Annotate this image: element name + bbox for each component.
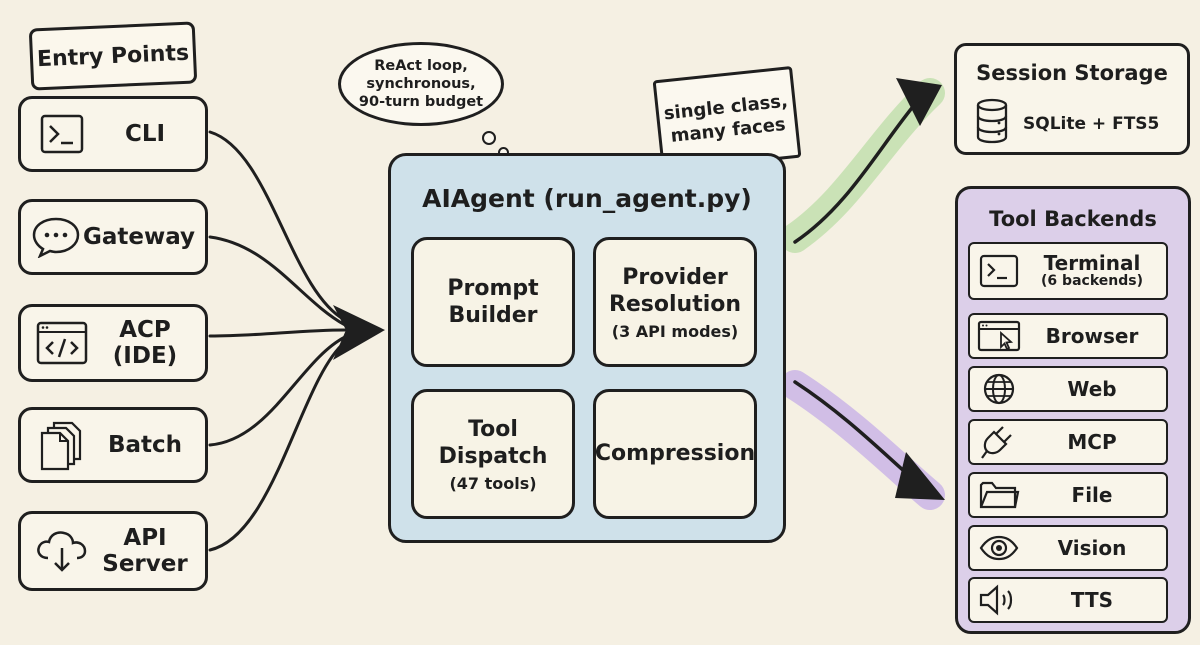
browser-cursor-icon: [970, 320, 1028, 352]
entry-label: ACP (IDE): [112, 316, 178, 369]
entry-label: API Server: [102, 524, 188, 577]
cloud-download-icon: [29, 528, 95, 574]
tool-browser: Browser: [968, 313, 1168, 359]
tool-label: MCP: [1067, 429, 1117, 454]
entry-connectors: [208, 130, 347, 552]
module-name: Provider Resolution: [608, 264, 742, 318]
arrow-to-session-storage: [793, 96, 922, 244]
entry-points-title: Entry Points: [28, 21, 198, 91]
tool-backends-title: Tool Backends: [989, 207, 1157, 231]
documents-icon: [29, 419, 95, 471]
database-icon: [975, 98, 1009, 149]
plug-icon: [970, 424, 1028, 460]
tool-web: Web: [968, 366, 1168, 412]
module-name: Prompt Builder: [447, 275, 539, 329]
session-storage: Session Storage SQLite + FTS5: [954, 43, 1190, 155]
tool-terminal: Terminal (6 backends): [968, 242, 1168, 300]
tool-mcp: MCP: [968, 419, 1168, 465]
entry-api-server: API Server: [18, 511, 208, 591]
agent-title: AIAgent (run_agent.py): [422, 184, 752, 213]
tool-tts: TTS: [968, 577, 1168, 623]
code-window-icon: [29, 321, 95, 365]
module-compression: Compression: [593, 389, 757, 519]
entry-cli: CLI: [18, 96, 208, 172]
thought-bubble-dot: [482, 131, 496, 145]
terminal-icon: [970, 254, 1028, 288]
arrow-to-agent: [333, 305, 385, 360]
module-detail: (47 tools): [449, 473, 537, 493]
entry-gateway: Gateway: [18, 199, 208, 275]
module-detail: (3 API modes): [611, 321, 739, 341]
tool-label: Terminal: [1043, 251, 1141, 276]
tool-label: File: [1071, 482, 1113, 507]
thought-cloud: ReAct loop, synchronous, 90-turn budget: [338, 42, 504, 126]
eye-icon: [970, 535, 1028, 561]
module-name: Tool Dispatch: [438, 416, 548, 470]
module-name: Compression: [594, 441, 756, 467]
globe-icon: [970, 372, 1028, 406]
entry-batch: Batch: [18, 407, 208, 483]
tool-sublabel: (6 backends): [1041, 273, 1143, 290]
speaker-icon: [970, 584, 1028, 616]
session-storage-title: Session Storage: [976, 61, 1168, 85]
tool-label-group: Terminal (6 backends): [1028, 253, 1166, 289]
tool-label: Vision: [1057, 535, 1127, 560]
module-prompt-builder: Prompt Builder: [411, 237, 575, 367]
module-tool-dispatch: Tool Dispatch (47 tools): [411, 389, 575, 519]
tool-label: Web: [1067, 376, 1117, 401]
tool-file: File: [968, 472, 1168, 518]
folder-icon: [970, 479, 1028, 511]
tool-label: Browser: [1045, 323, 1139, 348]
entry-label: Batch: [107, 431, 183, 458]
entry-label: Gateway: [82, 223, 195, 250]
tool-label: TTS: [1070, 587, 1114, 612]
terminal-icon: [29, 114, 95, 154]
tool-vision: Vision: [968, 525, 1168, 571]
entry-label: CLI: [124, 120, 166, 147]
session-storage-detail: SQLite + FTS5: [1023, 113, 1160, 134]
chat-bubble-icon: [29, 216, 83, 258]
entry-acp-ide: ACP (IDE): [18, 304, 208, 382]
module-provider-resolution: Provider Resolution (3 API modes): [593, 237, 757, 367]
